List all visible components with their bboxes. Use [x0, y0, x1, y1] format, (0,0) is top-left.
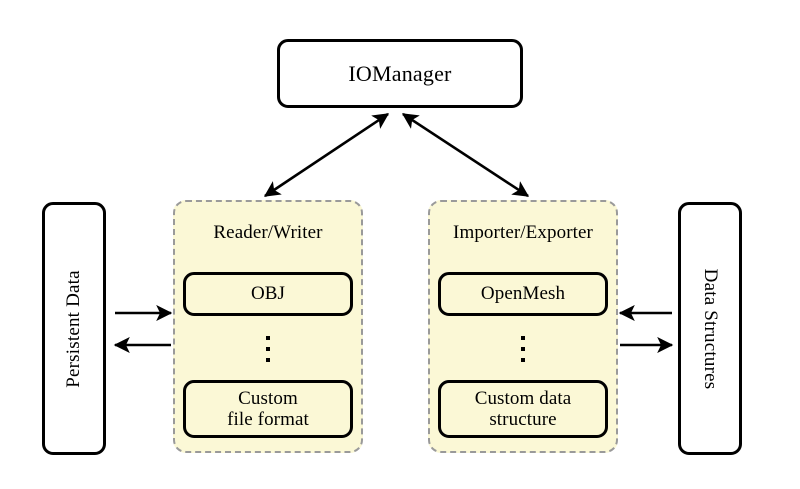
item-custom-data-structure-label-line2: structure: [489, 409, 557, 430]
panel-reader-writer-title: Reader/Writer: [213, 222, 323, 243]
item-openmesh-label: OpenMesh: [480, 283, 566, 305]
connector-iomanager-importer-exporter: [401, 112, 530, 198]
item-openmesh[interactable]: OpenMesh: [438, 272, 608, 316]
connector-iomanager-reader-writer: [263, 112, 390, 198]
item-obj[interactable]: OBJ: [183, 272, 353, 316]
item-custom-data-structure-label-line1: Custom data: [474, 387, 572, 409]
item-custom-file-format-label-line1: Custom: [238, 387, 298, 409]
node-data-structures[interactable]: Data Structures: [678, 202, 742, 455]
node-persistent-data[interactable]: Persistent Data: [42, 202, 106, 455]
ellipsis-importer-exporter: [519, 336, 527, 362]
item-custom-file-format[interactable]: Custom file format: [183, 380, 353, 438]
node-data-structures-label: Data Structures: [700, 268, 721, 389]
item-obj-label: OBJ: [250, 283, 286, 305]
item-custom-file-format-label-line2: file format: [227, 409, 309, 430]
node-persistent-data-label: Persistent Data: [63, 269, 84, 388]
ellipsis-reader-writer: [264, 336, 272, 362]
node-iomanager[interactable]: IOManager: [277, 39, 523, 108]
panel-importer-exporter-title: Importer/Exporter: [453, 222, 593, 243]
item-custom-data-structure[interactable]: Custom data structure: [438, 380, 608, 438]
node-iomanager-label: IOManager: [348, 60, 452, 86]
